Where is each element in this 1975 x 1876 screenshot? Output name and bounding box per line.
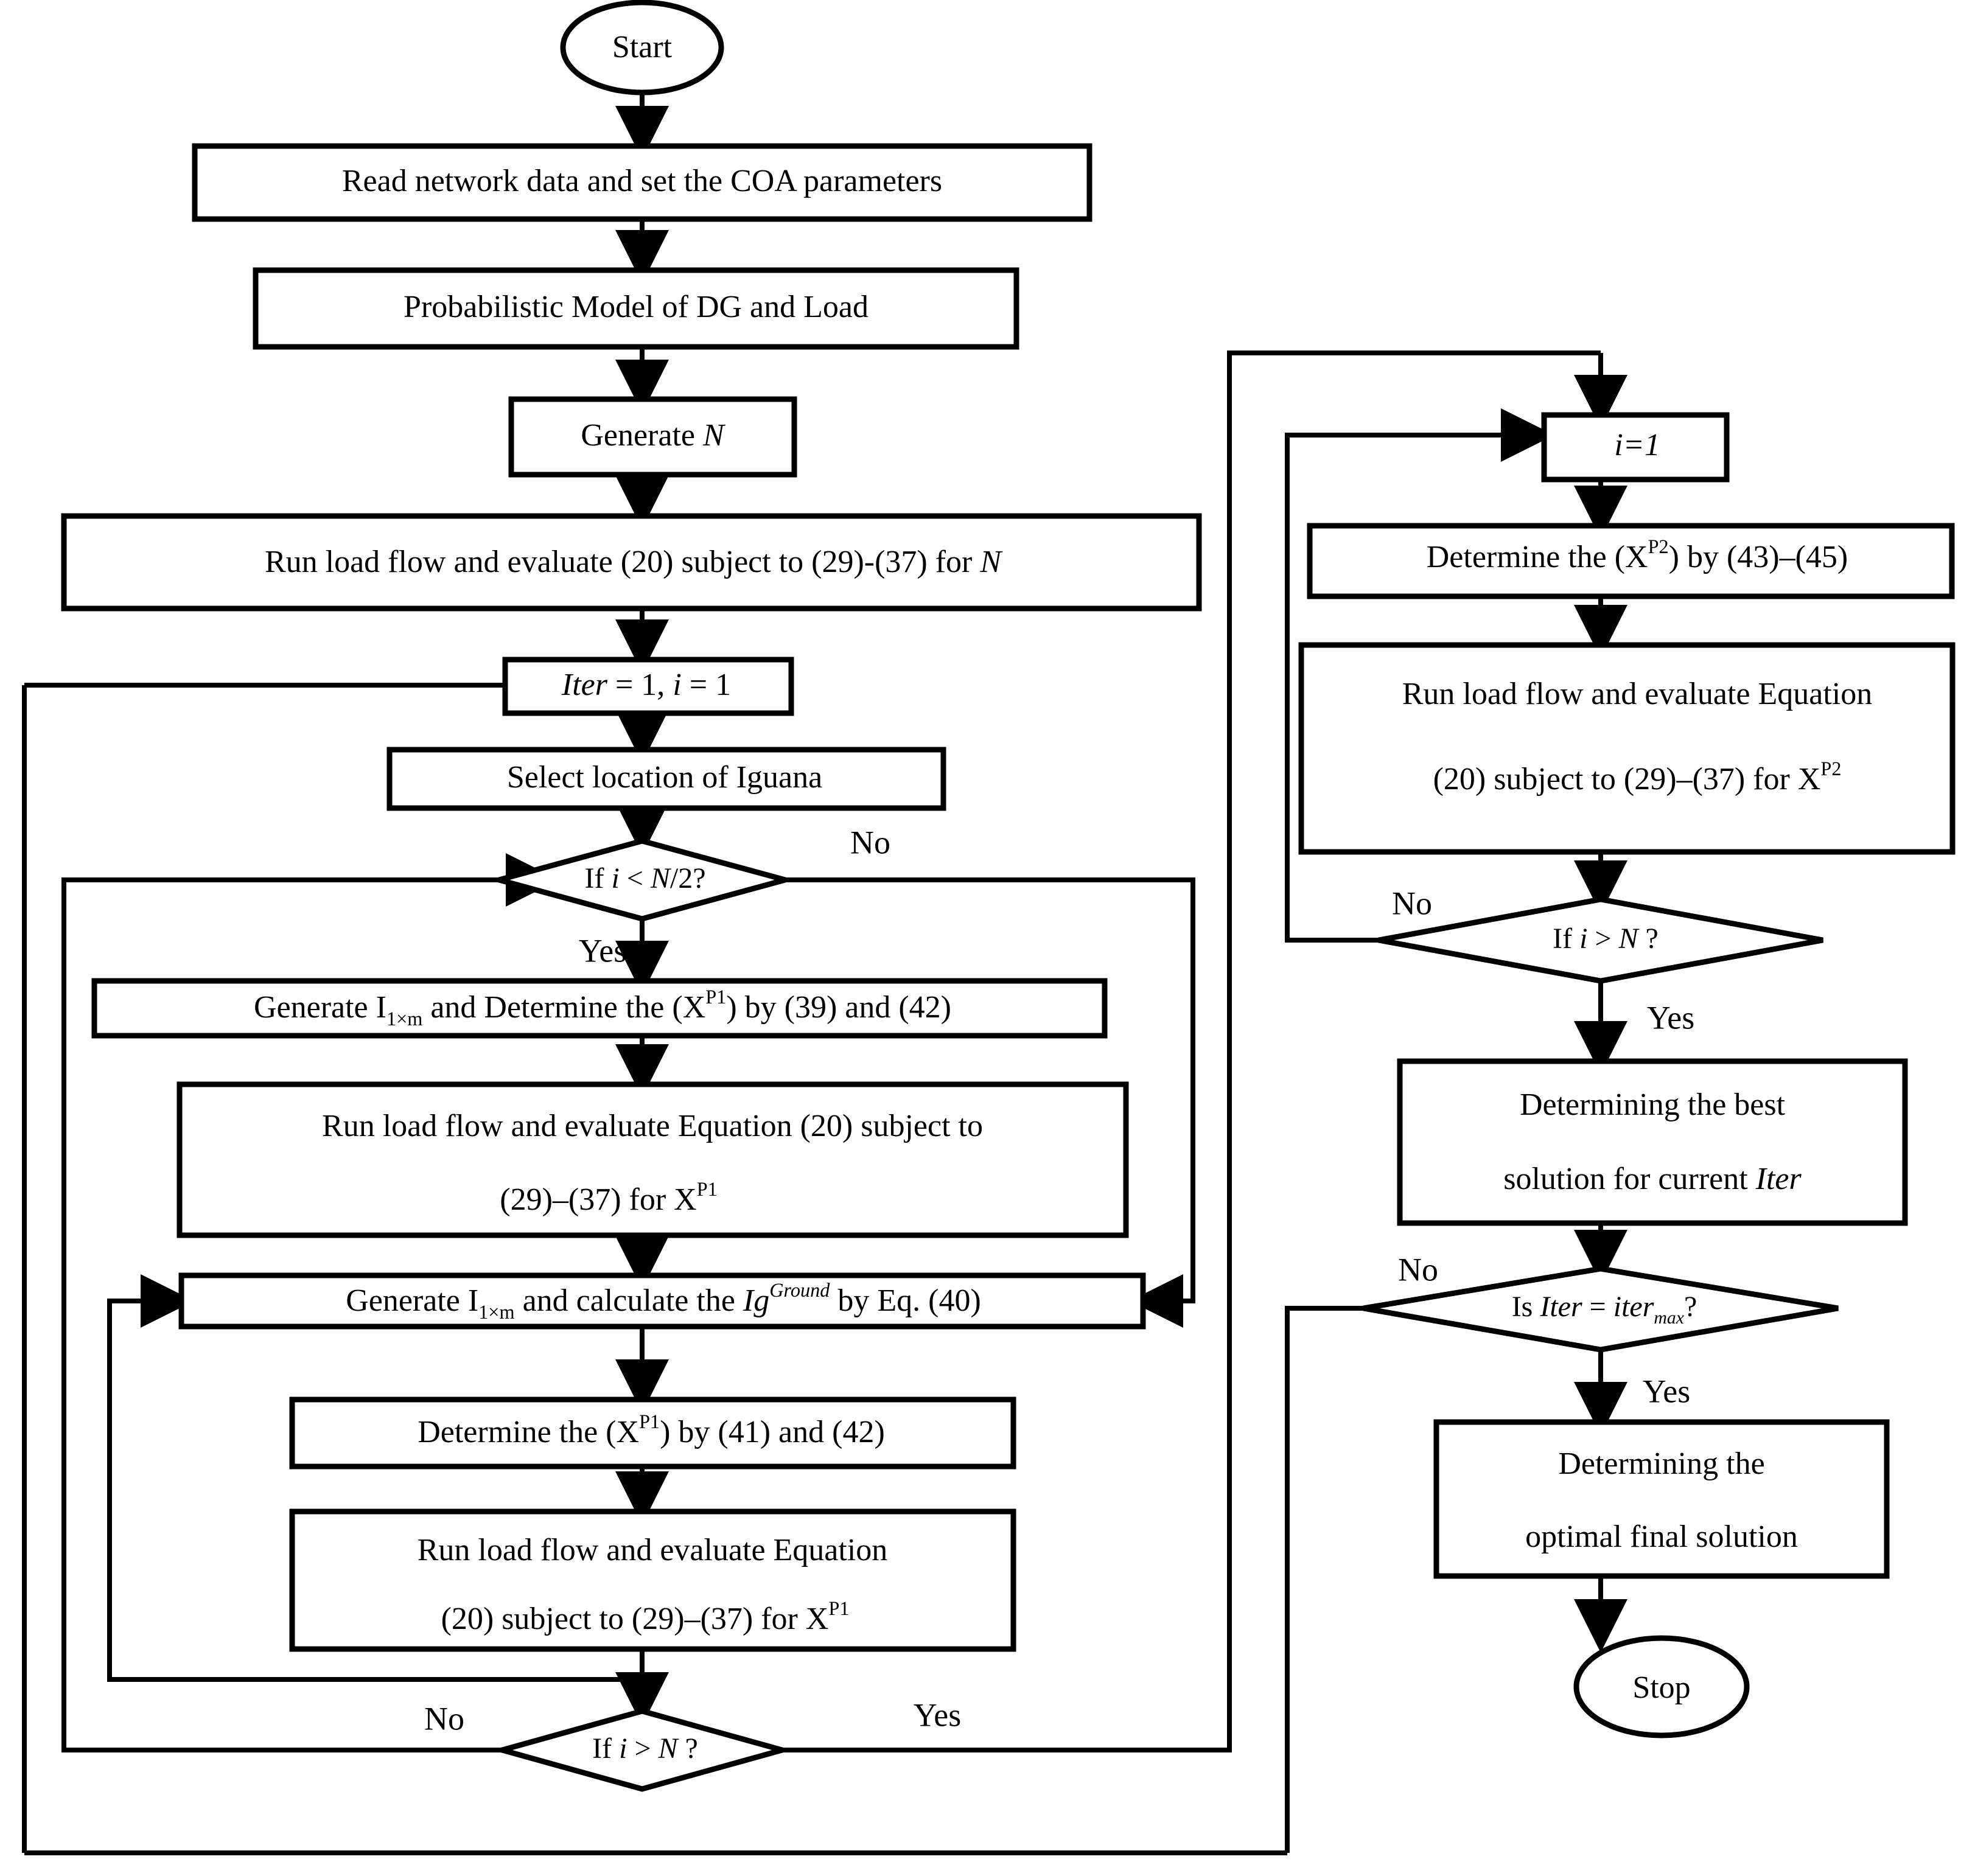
node-if-i-gt-n-left: If i > N ? — [492, 1708, 792, 1792]
node-best-solution-iter: Determining the best solution for curren… — [1397, 1058, 1908, 1226]
node-run-load-flow-xp1-a-line2: (29)–(37) for XP1 — [500, 1178, 718, 1217]
node-run-load-flow-n: Run load flow and evaluate (20) subject … — [61, 513, 1202, 612]
node-optimal-final: Determining the optimal final solution — [1433, 1419, 1890, 1579]
edge-label-no-2: No — [424, 1700, 464, 1737]
node-if-i-lt-n-half: If i < N/2? — [488, 838, 796, 922]
node-run-load-flow-xp1-b-line1: Run load flow and evaluate Equation — [418, 1533, 888, 1567]
node-read-data: Read network data and set the COA parame… — [192, 143, 1092, 222]
node-determine-xp2-label: Determine the (XP2) by (43)–(45) — [1427, 535, 1848, 574]
node-select-iguana: Select location of Iguana — [386, 747, 946, 811]
node-best-solution-line2: solution for current Iter — [1503, 1162, 1802, 1196]
node-if-i-gt-n-right-label: If i > N ? — [1553, 922, 1659, 955]
node-generate-ig-ground: Generate I1×m and calculate the IgGround… — [178, 1272, 1146, 1330]
edge-ifignleft-yes-up — [739, 350, 1601, 1752]
node-run-load-flow-xp2-line2: (20) subject to (29)–(37) for XP2 — [1433, 758, 1842, 797]
node-generate-xp1-39-42: Generate I1×m and Determine the (XP1) by… — [91, 978, 1108, 1039]
edge-label-no-4: No — [1398, 1251, 1438, 1288]
node-stop-label: Stop — [1632, 1670, 1690, 1705]
node-start: Start — [560, 0, 724, 96]
node-is-iter-max-label: Is Iter = itermax? — [1512, 1291, 1697, 1328]
node-best-solution-line1: Determining the best — [1520, 1087, 1786, 1122]
node-prob-model: Probabilistic Model of DG and Load — [253, 267, 1019, 350]
edge-isitermax-no-down — [1285, 1306, 1479, 1853]
node-read-data-label: Read network data and set the COA parame… — [342, 164, 942, 198]
node-run-load-flow-xp2: Run load flow and evaluate Equation (20)… — [1298, 642, 1956, 855]
edge-label-no-1: No — [850, 824, 890, 860]
node-generate-n-label: Generate N — [581, 418, 726, 453]
node-generate-ig-ground-label: Generate I1×m and calculate the IgGround… — [346, 1279, 981, 1323]
edge-ifignleft-no-to-ifihalf — [61, 853, 559, 1752]
edge-ifihalf-no-to-igground — [736, 877, 1195, 1328]
node-determine-xp2-43-45: Determine the (XP2) by (43)–(45) — [1307, 523, 1955, 599]
node-determine-xp1-41-42: Determine the (XP1) by (41) and (42) — [289, 1397, 1016, 1470]
node-iter-init-label: Iter = 1, i = 1 — [561, 668, 731, 702]
node-i-equals-1: i=1 — [1541, 412, 1730, 483]
node-generate-n: Generate N — [508, 396, 797, 478]
edge-label-yes-2: Yes — [914, 1696, 962, 1733]
node-prob-model-label: Probabilistic Model of DG and Load — [404, 290, 869, 324]
node-run-load-flow-n-label: Run load flow and evaluate (20) subject … — [265, 545, 1003, 579]
node-run-load-flow-xp1-a-line1: Run load flow and evaluate Equation (20)… — [322, 1109, 983, 1143]
edge-label-no-3: No — [1392, 885, 1432, 921]
node-is-iter-max: Is Iter = itermax? — [1363, 1266, 1839, 1353]
node-generate-xp1-label: Generate I1×m and Determine the (XP1) by… — [254, 986, 951, 1030]
node-optimal-final-line2: optimal final solution — [1525, 1519, 1798, 1554]
connector-layer — [22, 92, 1627, 1855]
edge-innerloop-to-igground — [107, 1274, 642, 1682]
node-stop: Stop — [1573, 1635, 1750, 1738]
node-optimal-final-line1: Determining the — [1558, 1446, 1764, 1481]
edge-label-yes-1: Yes — [579, 932, 627, 969]
edge-label-layer: No Yes No Yes No Yes No Yes — [424, 824, 1694, 1737]
node-run-load-flow-xp1-b: Run load flow and evaluate Equation (20)… — [289, 1508, 1016, 1652]
node-if-i-gt-n-right: If i > N ? — [1378, 896, 1823, 984]
node-if-i-lt-n-half-label: If i < N/2? — [584, 862, 705, 894]
node-start-label: Start — [612, 30, 673, 65]
node-run-load-flow-xp1-b-line2: (20) subject to (29)–(37) for XP1 — [441, 1597, 850, 1636]
node-if-i-gt-n-left-label: If i > N ? — [592, 1732, 698, 1765]
node-run-load-flow-xp1-a: Run load flow and evaluate Equation (20)… — [177, 1081, 1129, 1238]
node-determine-xp1-label: Determine the (XP1) by (41) and (42) — [418, 1410, 885, 1449]
node-iter-init: Iter = 1, i = 1 — [502, 657, 794, 716]
node-select-iguana-label: Select location of Iguana — [507, 760, 822, 795]
edge-label-yes-3: Yes — [1647, 999, 1695, 1036]
node-i-equals-1-label: i=1 — [1614, 428, 1660, 462]
node-run-load-flow-xp2-line1: Run load flow and evaluate Equation — [1402, 677, 1873, 711]
edge-label-yes-4: Yes — [1643, 1373, 1691, 1409]
